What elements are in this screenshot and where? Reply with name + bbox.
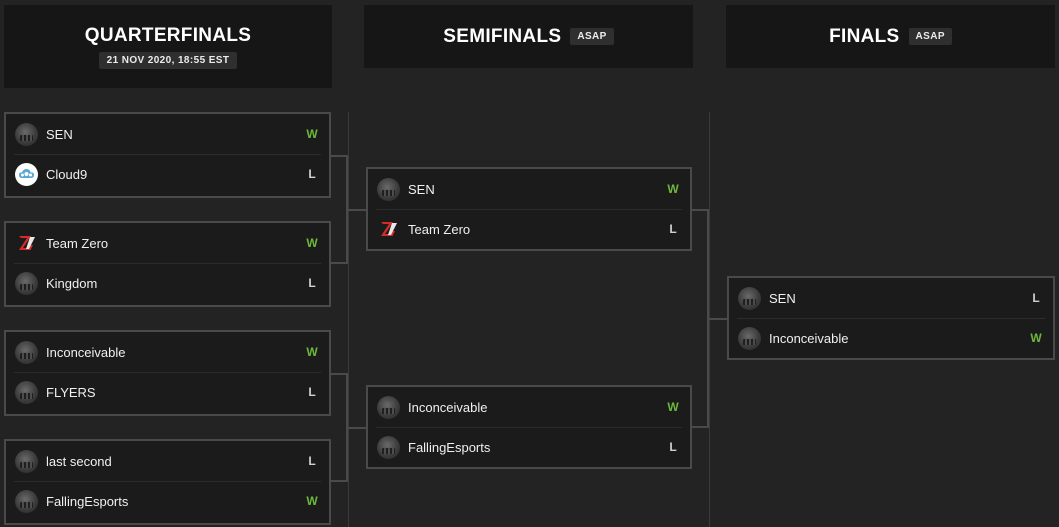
generic-team-icon — [377, 395, 400, 419]
generic-team-icon — [738, 326, 761, 350]
generic-team-icon — [377, 177, 400, 201]
team-name: last second — [46, 453, 112, 469]
team-slot[interactable]: FallingEsports L — [368, 427, 690, 467]
header-semifinals: SEMIFINALS ASAP — [364, 5, 693, 68]
header-finals: FINALS ASAP — [726, 5, 1055, 68]
generic-team-icon — [15, 489, 38, 513]
team-slot[interactable]: Team Zero L — [368, 209, 690, 249]
match-date-badge: 21 NOV 2020, 18:55 EST — [98, 51, 238, 69]
result-badge: L — [308, 454, 316, 468]
column-divider — [348, 112, 349, 527]
team-slot[interactable]: Inconceivable W — [729, 318, 1053, 358]
result-badge: L — [669, 440, 677, 454]
team-name: Kingdom — [46, 275, 98, 291]
team-name: Inconceivable — [408, 399, 488, 415]
team-name: Team Zero — [408, 221, 471, 237]
bracket-connector — [348, 209, 366, 211]
bracket-connector — [691, 209, 709, 428]
team-name: FallingEsports — [408, 439, 491, 455]
result-badge: W — [667, 182, 679, 196]
team-name: Inconceivable — [46, 344, 126, 360]
team-name: FallingEsports — [46, 493, 129, 509]
team-zero-icon — [15, 231, 38, 255]
generic-team-icon — [15, 449, 38, 473]
result-badge: W — [306, 236, 318, 250]
team-name: SEN — [46, 126, 73, 142]
team-slot[interactable]: Cloud9 L — [6, 154, 329, 194]
result-badge: L — [308, 167, 316, 181]
team-name: Inconceivable — [769, 330, 849, 346]
header-quarterfinals: QUARTERFINALS 21 NOV 2020, 18:55 EST — [4, 5, 332, 88]
match-qf-1[interactable]: SEN W Cloud9 L — [4, 112, 331, 198]
team-slot[interactable]: Kingdom L — [6, 263, 329, 303]
team-name: Team Zero — [46, 235, 109, 251]
generic-team-icon — [377, 435, 400, 459]
result-badge: W — [306, 345, 318, 359]
result-badge: L — [308, 276, 316, 290]
match-qf-2[interactable]: Team Zero W Kingdom L — [4, 221, 331, 307]
generic-team-icon — [15, 271, 38, 295]
bracket-connector — [331, 373, 348, 482]
team-slot[interactable]: Inconceivable W — [368, 387, 690, 427]
team-zero-icon — [377, 217, 400, 241]
result-badge: W — [667, 400, 679, 414]
bracket-connector — [348, 427, 366, 429]
semifinals-asap-badge: ASAP — [570, 28, 614, 45]
round-title-semifinals: SEMIFINALS — [443, 25, 562, 47]
team-slot[interactable]: SEN L — [729, 278, 1053, 318]
team-slot[interactable]: Inconceivable W — [6, 332, 329, 372]
team-name: FLYERS — [46, 384, 96, 400]
team-slot[interactable]: FallingEsports W — [6, 481, 329, 521]
generic-team-icon — [15, 380, 38, 404]
team-slot[interactable]: last second L — [6, 441, 329, 481]
team-name: SEN — [408, 181, 435, 197]
result-badge: W — [1030, 331, 1042, 345]
team-slot[interactable]: SEN W — [368, 169, 690, 209]
generic-team-icon — [738, 286, 761, 310]
result-badge: W — [306, 127, 318, 141]
match-qf-4[interactable]: last second L FallingEsports W — [4, 439, 331, 525]
round-title-finals: FINALS — [829, 25, 900, 47]
team-name: Cloud9 — [46, 166, 88, 182]
match-sf-2[interactable]: Inconceivable W FallingEsports L — [366, 385, 692, 469]
generic-team-icon — [15, 340, 38, 364]
match-final[interactable]: SEN L Inconceivable W — [727, 276, 1055, 360]
result-badge: L — [1032, 291, 1040, 305]
result-badge: L — [308, 385, 316, 399]
bracket-connector — [331, 155, 348, 264]
team-name: SEN — [769, 290, 796, 306]
finals-asap-badge: ASAP — [908, 28, 952, 45]
match-qf-3[interactable]: Inconceivable W FLYERS L — [4, 330, 331, 416]
team-slot[interactable]: SEN W — [6, 114, 329, 154]
generic-team-icon — [15, 122, 38, 146]
result-badge: L — [669, 222, 677, 236]
result-badge: W — [306, 494, 318, 508]
team-slot[interactable]: FLYERS L — [6, 372, 329, 412]
bracket-connector — [709, 318, 727, 320]
match-sf-1[interactable]: SEN W Team Zero L — [366, 167, 692, 251]
cloud9-icon — [15, 162, 38, 186]
team-slot[interactable]: Team Zero W — [6, 223, 329, 263]
round-title-quarterfinals: QUARTERFINALS — [84, 24, 252, 46]
